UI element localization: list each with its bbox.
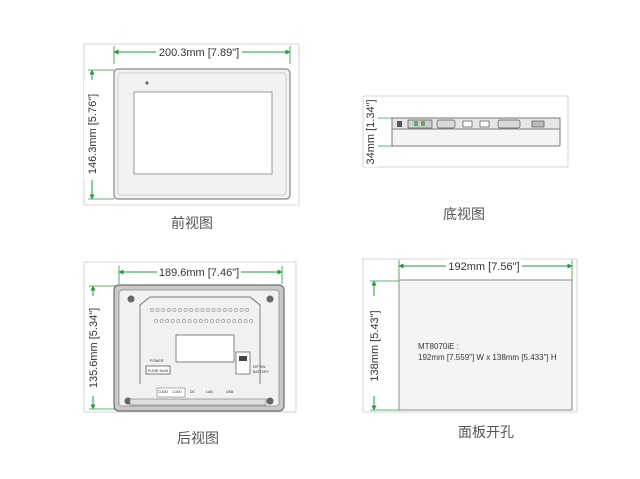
vent-hole xyxy=(200,308,205,312)
rear-small-label-dip: DIP SW xyxy=(253,365,266,369)
cutout-view: 192mm [7.56"] 138mm [5.43"] MT8070iE : 1… xyxy=(362,258,578,441)
vent-hole xyxy=(155,308,160,312)
rear-connector-strip xyxy=(129,398,267,406)
bottom-height-label: 34mm [1.34"] xyxy=(365,99,377,164)
cutout-spec-label: 192mm [7.559"] W x 138mm [5.433"] H xyxy=(418,353,557,362)
vent-hole xyxy=(150,308,154,312)
vent-hole xyxy=(182,319,186,323)
vent-hole xyxy=(198,319,203,323)
rear-height-label: 135.6mm [5.34"] xyxy=(88,308,100,388)
bottom-view: 34mm [1.34"] 底视图 xyxy=(362,95,569,223)
cutout-width-label: 192mm [7.56"] xyxy=(448,261,519,273)
rear-view-caption: 后视图 xyxy=(177,431,219,447)
vent-hole xyxy=(215,319,220,323)
front-view-caption: 前视图 xyxy=(171,215,213,232)
vent-hole xyxy=(228,308,233,312)
rear-label-area xyxy=(175,334,235,363)
front-screen xyxy=(133,91,273,175)
rear-fuse-label: FUSE 5x20 xyxy=(148,368,169,373)
vent-hole xyxy=(165,319,170,323)
bottom-bezel xyxy=(391,128,561,147)
rear-small-label-battery: BATTERY xyxy=(253,370,269,374)
rear-small-label-power: POWER xyxy=(150,359,164,363)
vent-hole xyxy=(154,319,158,323)
vent-hole xyxy=(189,308,194,312)
cutout-height-label: 138mm [5.43"] xyxy=(369,310,381,381)
rear-screw-top-right xyxy=(266,295,274,303)
rear-view: 189.6mm [7.46"] 135.6mm [5.34"] DIP SW B… xyxy=(83,261,297,447)
vent-hole xyxy=(249,319,254,323)
vent-hole xyxy=(193,319,198,323)
cutout-view-caption: 面板开孔 xyxy=(458,425,514,441)
vent-hole xyxy=(187,319,192,323)
rear-small-label-com1: COM1 xyxy=(172,390,182,394)
bottom-guides xyxy=(362,95,569,168)
vent-hole xyxy=(245,308,250,312)
front-view: 200.3mm [7.89"] 146.3mm [5.76"] 前视图 xyxy=(83,43,300,232)
vent-hole xyxy=(243,319,248,323)
vent-hole xyxy=(183,308,188,312)
vent-hole xyxy=(176,319,181,323)
bottom-usb-port xyxy=(462,120,473,128)
bottom-lan-port xyxy=(479,120,490,128)
vent-hole xyxy=(210,319,214,323)
vent-hole xyxy=(217,308,222,312)
vent-hole xyxy=(226,319,231,323)
rear-width-label: 189.6mm [7.46"] xyxy=(159,267,239,279)
rear-guides xyxy=(83,261,297,413)
rear-small-label-dc: DC xyxy=(190,390,196,394)
vent-hole xyxy=(239,308,244,312)
vent-hole xyxy=(166,308,171,312)
rear-fuse-holder xyxy=(145,365,171,375)
vent-hole xyxy=(221,319,226,323)
cutout-model-label: MT8070iE : xyxy=(418,342,459,351)
vent-hole xyxy=(204,319,209,323)
bottom-com-port-2 xyxy=(497,119,521,129)
vent-hole xyxy=(170,319,175,323)
vent-hole xyxy=(222,308,227,312)
vent-hole xyxy=(178,308,182,312)
vent-hole xyxy=(206,308,210,312)
rear-vent-holes xyxy=(150,308,254,323)
rear-screw-bottom-right xyxy=(266,397,274,405)
rear-dip-switch xyxy=(235,351,251,375)
rear-small-label-com2: COM2 xyxy=(158,390,168,394)
vent-hole xyxy=(232,319,237,323)
rear-small-label-usb: USB xyxy=(226,390,234,394)
vent-hole xyxy=(161,308,166,312)
rear-cover-outline xyxy=(139,296,261,384)
vent-hole xyxy=(194,308,199,312)
vent-hole xyxy=(234,308,238,312)
vent-hole xyxy=(211,308,216,312)
vent-hole xyxy=(238,319,242,323)
vent-hole xyxy=(172,308,177,312)
front-height-label: 146.3mm [5.76"] xyxy=(87,94,99,174)
rear-screw-top-left xyxy=(127,295,135,303)
rear-small-label-lan: LAN xyxy=(206,390,213,394)
vent-hole xyxy=(159,319,164,323)
cutout-area xyxy=(398,279,573,411)
bottom-power-terminal xyxy=(407,119,433,129)
bottom-com-port-1 xyxy=(436,119,456,129)
front-width-label: 200.3mm [7.89"] xyxy=(159,47,239,59)
bottom-view-caption: 底视图 xyxy=(443,207,485,223)
front-led-indicator xyxy=(145,81,149,85)
